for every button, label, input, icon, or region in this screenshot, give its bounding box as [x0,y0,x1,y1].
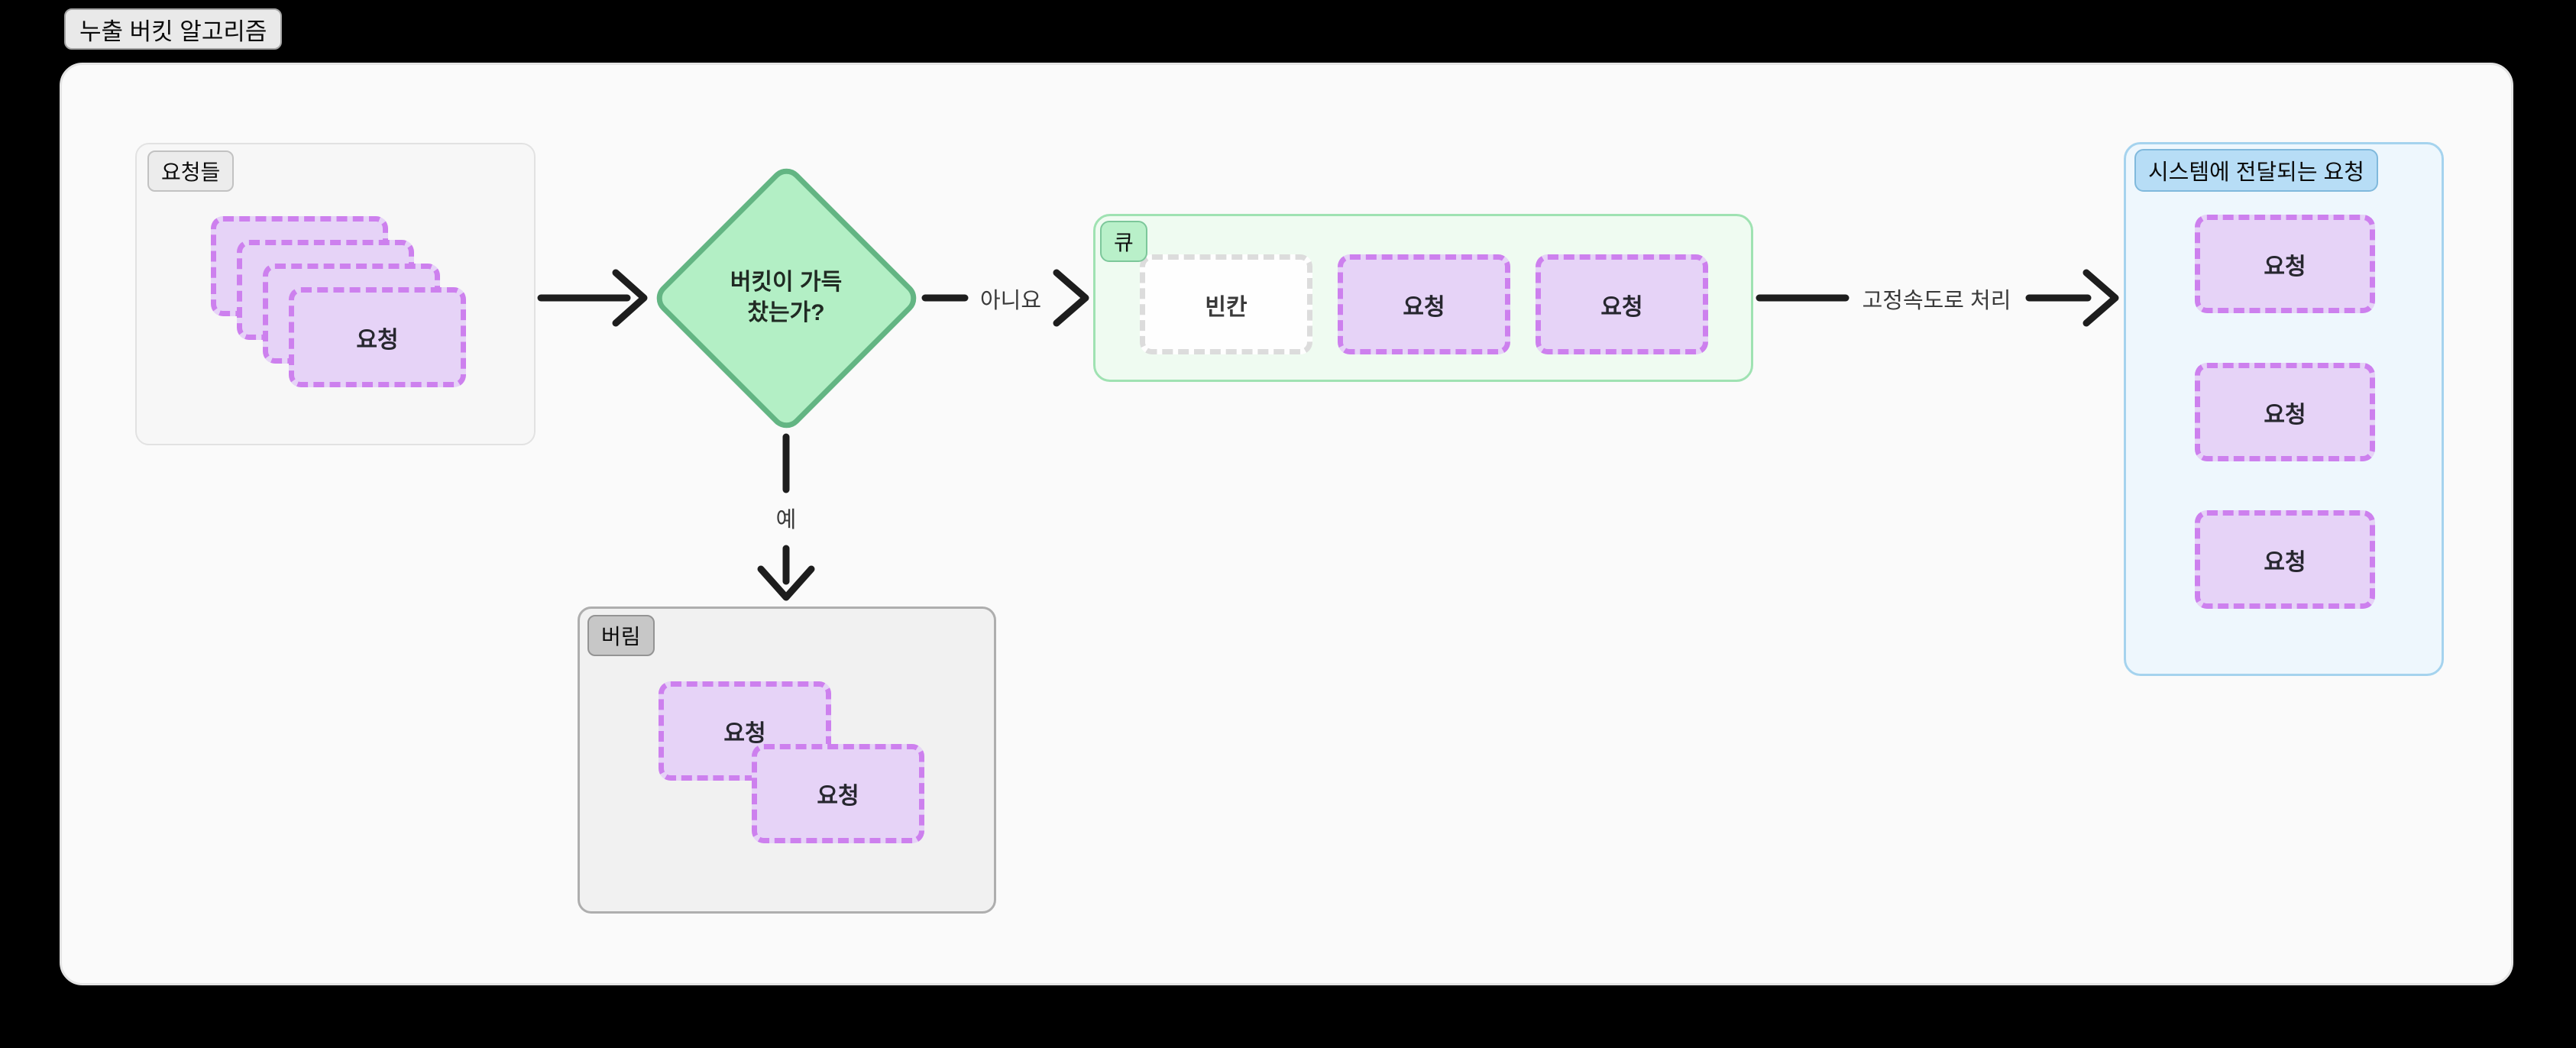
queue-group: 큐 빈칸 요청 요청 [1093,214,1753,382]
queue-cell-label: 요청 [1403,294,1445,320]
discarded-card-label: 요청 [817,784,859,809]
edge-label-no: 아니요 [979,289,1042,313]
request-card-label: 요청 [356,327,399,353]
decision-question-line1: 버킷이 가득 [730,269,843,295]
edge-label-fixed-rate: 고정속도로 처리 [1862,289,2011,313]
delivered-group-label: 시스템에 전달되는 요청 [2134,149,2378,192]
discard-group: 버림 요청 요청 [578,606,996,914]
discard-group-label: 버림 [587,615,655,656]
queue-group-label: 큐 [1100,221,1147,262]
discarded-request-card: 요청 [752,744,924,843]
discarded-card-label: 요청 [723,721,766,746]
delivered-card-label: 요청 [2264,549,2306,575]
edge-label-yes: 예 [775,508,797,532]
queue-cell-label: 빈칸 [1205,294,1248,320]
request-card-front: 요청 [289,287,466,387]
delivered-group: 시스템에 전달되는 요청 요청 요청 요청 [2124,142,2444,676]
delivered-card-label: 요청 [2264,254,2306,280]
requests-group: 요청들 요청 [135,143,536,445]
queue-cell-label: 요청 [1600,294,1643,320]
delivered-request-card: 요청 [2195,363,2375,461]
queue-cell-empty: 빈칸 [1140,254,1312,354]
delivered-card-label: 요청 [2264,402,2306,428]
delivered-request-card: 요청 [2195,215,2375,313]
decision-diamond: 버킷이 가득 찼는가? [649,161,923,435]
decision-question: 버킷이 가득 찼는가? [649,161,923,435]
requests-group-label: 요청들 [147,150,235,192]
decision-question-line2: 찼는가? [747,300,825,325]
queue-cell-request: 요청 [1536,254,1708,354]
discarded-request-card: 요청 [659,681,831,781]
diagram-title: 누출 버킷 알고리즘 [64,8,283,50]
delivered-request-card: 요청 [2195,510,2375,609]
arrow-requests-to-decision [537,269,648,327]
queue-cell-request: 요청 [1338,254,1510,354]
diagram-canvas: 요청들 요청 버킷이 가득 찼는가? 아니요 고정속도로 처리 예 큐 빈칸 요… [60,63,2513,985]
